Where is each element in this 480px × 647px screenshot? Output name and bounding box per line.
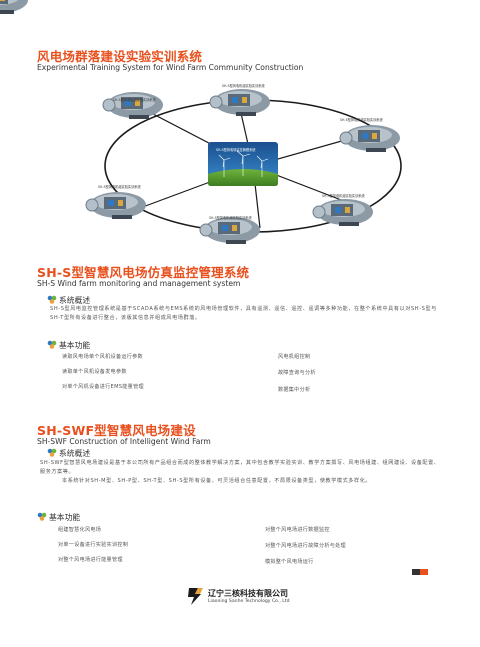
shswf-feature-left-3: 对整个风电场进行能量管理 <box>58 557 123 563</box>
section-shs-subtitle: SH-S Wind farm monitoring and management… <box>37 279 241 288</box>
node-label-2: SH-S型风电机组实验实训系统 <box>222 84 265 88</box>
section-bullet-icon <box>37 512 47 521</box>
shswf-features-heading: 基本功能 <box>37 512 80 523</box>
sanhe-logo-icon <box>188 588 203 605</box>
node-label-5: SH-S型风电机组实验实训系统 <box>209 216 252 220</box>
shs-feature-left-3: 对单个风机设备进行EMS能量管理 <box>62 384 144 390</box>
shs-overview-text: SH-S型风电监控管理系统是基于SCADA系统与EMS系统的风电场管理软件，具有… <box>50 306 437 321</box>
page-title: 风电场群落建设实验实训系统 <box>37 49 203 64</box>
shswf-features-heading-text: 基本功能 <box>49 513 81 522</box>
shswf-feature-right-2: 对整个风电场进行故障分析与处理 <box>265 543 346 549</box>
section-shs-title: SH-S型智慧风电场仿真监控管理系统 <box>37 265 250 280</box>
shswf-overview-heading: 系统概述 <box>47 448 90 459</box>
shswf-feature-left-2: 对单一设备进行实验实训控制 <box>58 542 129 548</box>
shswf-feature-right-3: 模拟整个风电场运行 <box>265 559 314 565</box>
turbine-nacelle-icon <box>0 0 28 14</box>
shs-feature-right-1: 风电机组控制 <box>278 354 311 360</box>
center-panel-label: SH-S型风电场监控管理系统 <box>216 148 256 152</box>
company-name-cn: 辽宁三核科技有限公司 <box>208 589 288 598</box>
section-bullet-icon <box>47 295 57 304</box>
shs-overview-heading: 系统概述 <box>47 295 90 306</box>
section-bullet-icon <box>47 340 57 349</box>
shs-overview-heading-text: 系统概述 <box>59 296 91 305</box>
shs-feature-left-1: 读取风电场单个风机设备运行参数 <box>62 354 143 360</box>
shs-feature-right-2: 故障查询与分析 <box>278 370 316 376</box>
section-bullet-icon <box>47 448 57 457</box>
shs-feature-left-2: 读取单个风机设备发电参数 <box>62 369 127 375</box>
shs-features-heading-text: 基本功能 <box>59 341 91 350</box>
center-monitoring-panel <box>208 142 278 186</box>
node-label-1: SH-S型风电机组实验实训系统 <box>113 98 156 102</box>
node-label-6: SH-S型风电机组实验实训系统 <box>98 185 141 189</box>
shs-features-heading: 基本功能 <box>47 340 90 351</box>
shs-feature-right-3: 数据集中分析 <box>278 387 311 393</box>
page-subtitle: Experimental Training System for Wind Fa… <box>37 63 304 72</box>
section-shswf-subtitle: SH-SWF Construction of Intelligent Wind … <box>37 437 211 446</box>
shswf-overview-heading-text: 系统概述 <box>59 449 91 458</box>
shswf-feature-right-1: 对整个风电场进行数据监控 <box>265 527 330 533</box>
section-shswf-title: SH-SWF型智慧风电场建设 <box>37 423 196 438</box>
page-marker <box>412 569 428 575</box>
shswf-feature-left-1: 组建智慧化风电场 <box>58 527 102 533</box>
shswf-overview-text-2: 本系统针对SH-M型、SH-P型、SH-T型、SH-S型所有设备，可灵活组合任意… <box>62 478 372 484</box>
company-name-en: Liaoning Sanhe Technology Co., Ltd <box>208 599 290 604</box>
node-label-3: SH-S型风电机组实验实训系统 <box>340 118 383 122</box>
node-label-4: SH-S型风电机组实验实训系统 <box>322 194 365 198</box>
shswf-overview-text-1: SH-SWF型智慧风电场建设是基于本公司所有产品组合而成的整体教学解决方案，其中… <box>40 460 440 475</box>
turbine-nodes <box>0 0 401 245</box>
